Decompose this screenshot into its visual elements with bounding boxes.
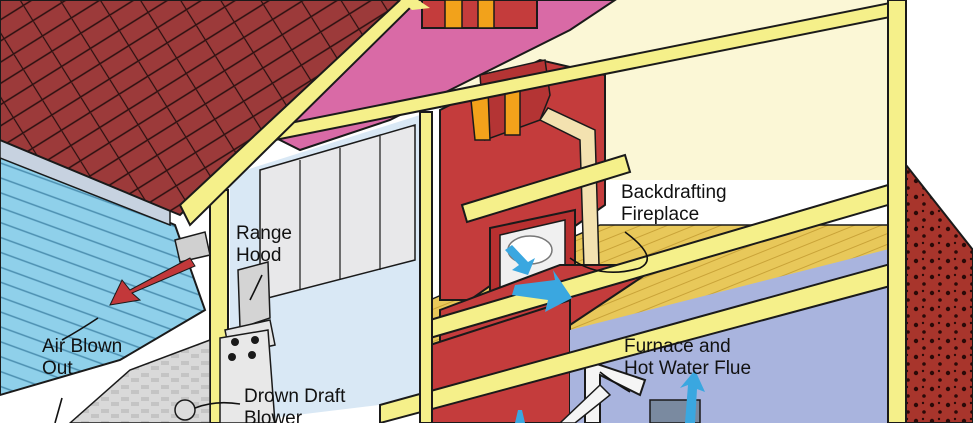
label-backdrafting-fireplace: Backdrafting Fireplace	[621, 182, 727, 226]
label-air-blown-out-line2: Out	[42, 358, 73, 379]
furnace-flue-arrow	[680, 370, 705, 423]
label-range-hood-line2: Hood	[236, 245, 282, 266]
label-furnace-flue: Furnace and Hot Water Flue	[624, 336, 751, 380]
roof	[0, 0, 402, 217]
mantle	[460, 153, 632, 224]
exterior-brick-wall	[905, 162, 973, 423]
label-range-hood: Range Hood	[236, 223, 292, 267]
fireplace-backdraft-arrow	[512, 270, 572, 312]
label-down-draft-blower: Drown Draft Blower	[244, 386, 345, 423]
down-draft-blower	[174, 399, 196, 421]
air-out-arrow	[109, 257, 196, 306]
label-down-draft-line2: Blower	[244, 408, 303, 423]
range-hood	[237, 261, 271, 330]
label-furnace-flue-line2: Hot Water Flue	[624, 358, 752, 379]
label-backdrafting-line2: Fireplace	[621, 204, 700, 225]
label-furnace-flue-line1: Furnace and	[624, 336, 731, 357]
label-air-blown-out-line1: Air Blown	[42, 336, 123, 357]
label-air-blown-out: Air Blown Out	[42, 336, 122, 380]
label-down-draft-line1: Drown Draft	[244, 386, 346, 407]
label-range-hood-line1: Range	[236, 223, 292, 244]
label-backdrafting-line1: Backdrafting	[621, 182, 727, 203]
stove	[219, 329, 276, 423]
